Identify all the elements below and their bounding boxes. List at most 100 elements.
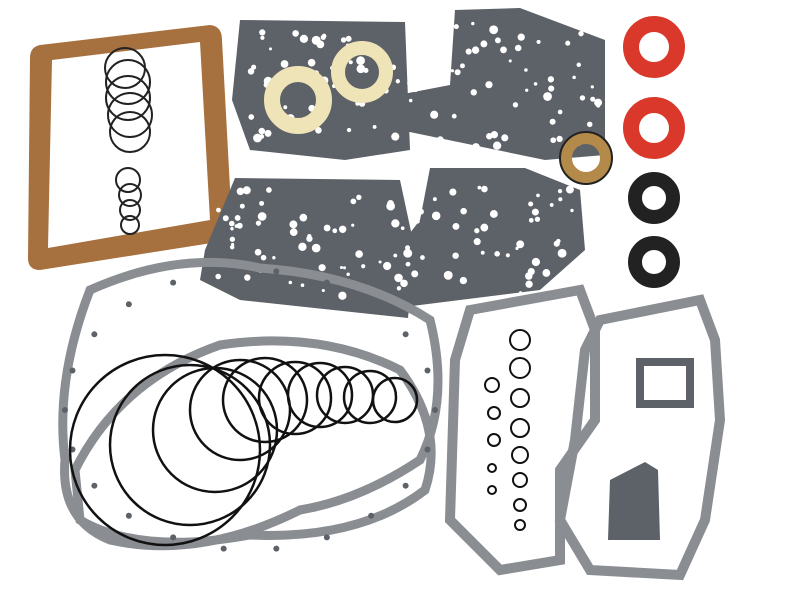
hole	[318, 264, 326, 272]
hole	[288, 280, 293, 285]
hole	[346, 127, 352, 133]
seal-black-2	[628, 236, 680, 288]
hole	[393, 253, 398, 258]
bolt-hole	[125, 512, 132, 519]
hole	[578, 30, 584, 37]
case-gasket-large	[58, 257, 443, 551]
hole	[346, 272, 350, 276]
hole	[587, 121, 593, 128]
hole	[432, 197, 437, 202]
hole	[549, 118, 556, 125]
ring	[105, 59, 151, 105]
hole	[590, 85, 594, 89]
o-ring	[286, 361, 354, 429]
hole	[558, 197, 563, 202]
small-o-rings	[484, 329, 531, 531]
ring	[109, 111, 151, 153]
seal-tan	[559, 131, 613, 185]
pan-rings	[104, 47, 153, 235]
hole	[403, 189, 407, 194]
hole	[576, 62, 582, 68]
hole	[254, 248, 262, 256]
hole	[216, 207, 221, 213]
bolt-hole	[424, 367, 431, 374]
hole	[323, 224, 331, 232]
hole	[460, 207, 467, 215]
hole	[298, 242, 307, 251]
hole	[590, 96, 596, 102]
hole	[247, 68, 255, 75]
small-o-ring	[487, 433, 501, 447]
hole	[471, 21, 475, 26]
hole	[378, 260, 382, 264]
hole	[339, 265, 344, 270]
hole	[266, 187, 272, 193]
hole	[355, 250, 363, 258]
hole	[557, 109, 563, 115]
cover-plate-gasket	[608, 358, 694, 540]
hole	[400, 226, 405, 231]
hole	[407, 80, 413, 87]
hole	[234, 214, 241, 221]
hole	[505, 253, 510, 258]
case-bolt-holes	[62, 268, 438, 552]
hole	[572, 75, 576, 80]
o-rings	[68, 353, 419, 547]
hole	[340, 37, 347, 43]
hole	[579, 95, 586, 101]
small-o-ring	[509, 357, 531, 379]
hole	[452, 252, 459, 259]
hole	[547, 76, 555, 83]
bolt-hole	[91, 331, 98, 338]
hole	[356, 56, 365, 66]
hole	[525, 280, 533, 288]
hole	[436, 136, 444, 143]
hole	[454, 69, 461, 76]
hole	[321, 288, 325, 293]
hole	[272, 256, 276, 260]
bolt-hole	[220, 545, 227, 552]
ring	[115, 167, 141, 193]
hole	[536, 193, 540, 198]
hole	[485, 81, 493, 89]
hole	[239, 203, 245, 209]
hole	[356, 64, 366, 74]
hole	[423, 38, 430, 45]
hole	[534, 216, 541, 222]
seal-red-2	[623, 97, 685, 159]
hole	[395, 79, 401, 84]
hole	[594, 98, 603, 107]
hole	[517, 33, 525, 41]
hole	[519, 291, 523, 295]
hole	[514, 44, 522, 52]
hole	[400, 279, 408, 288]
hole	[264, 129, 272, 137]
hole	[565, 185, 574, 194]
small-o-ring	[511, 446, 529, 464]
seal-red-1	[623, 16, 685, 78]
bolt-hole	[402, 482, 409, 489]
hole	[418, 208, 424, 215]
hole	[443, 270, 453, 280]
hole	[299, 213, 308, 222]
hole	[471, 46, 480, 54]
hole	[229, 244, 235, 250]
small-o-ring	[487, 485, 497, 495]
ring	[120, 215, 140, 235]
bolt-hole	[368, 301, 375, 308]
hole	[480, 223, 489, 232]
hole	[556, 135, 563, 143]
hole	[306, 235, 313, 242]
bolt-hole	[273, 545, 280, 552]
hole	[253, 133, 262, 143]
bolt-hole	[91, 482, 98, 489]
o-ring	[221, 356, 309, 444]
hole	[563, 177, 569, 183]
o-ring	[108, 363, 272, 527]
hole	[424, 45, 429, 50]
bolt-hole	[170, 279, 177, 286]
hole	[420, 186, 425, 191]
hole	[311, 243, 321, 253]
ring	[107, 92, 153, 138]
hole	[307, 58, 316, 67]
